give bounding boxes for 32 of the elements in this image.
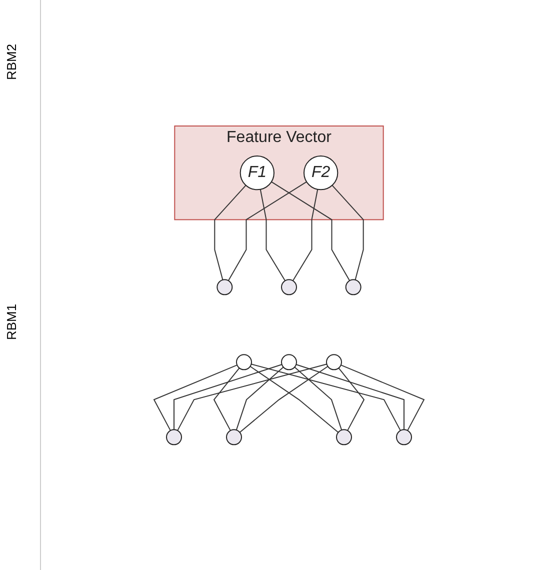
connector [176, 363, 327, 431]
node-circle [280, 278, 296, 295]
connector [270, 180, 350, 281]
node-circle [166, 428, 182, 445]
node-circle [326, 354, 342, 370]
connector [249, 366, 338, 433]
connector [331, 184, 364, 280]
connector [292, 188, 318, 281]
connector [212, 367, 240, 431]
node-circle: F1 [239, 155, 274, 190]
layer-label: RBM1 [4, 304, 19, 340]
connector [294, 366, 342, 430]
node-circle [236, 354, 252, 370]
node-circle [226, 428, 242, 445]
connector [227, 180, 307, 281]
connector [235, 366, 284, 430]
connector [250, 363, 400, 431]
node-circle [216, 278, 232, 295]
connector [259, 188, 286, 281]
connector [338, 367, 364, 431]
connector [340, 364, 424, 431]
connector [152, 364, 238, 431]
connector [238, 366, 328, 433]
connector [214, 184, 246, 280]
node-circle: F2 [303, 155, 338, 190]
node-circle [344, 278, 361, 295]
layer-label: RBM2 [4, 44, 19, 80]
node-circle [336, 428, 352, 445]
node-circle [280, 354, 296, 370]
node-circle [396, 428, 412, 445]
connector [295, 364, 404, 430]
connector [173, 364, 282, 430]
